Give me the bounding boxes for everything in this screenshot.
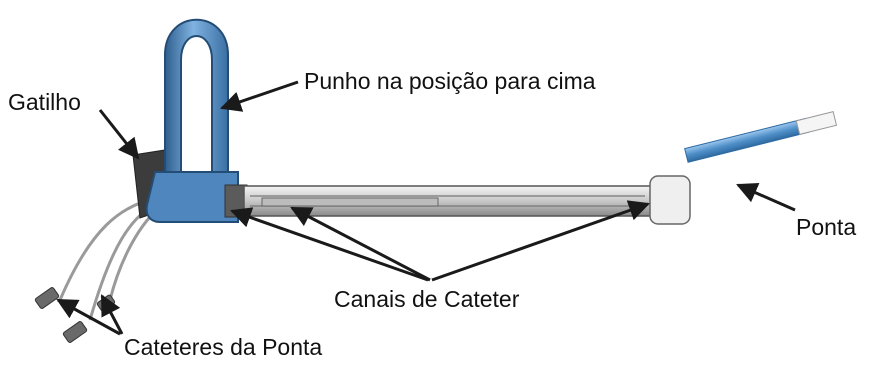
- trigger-label: Gatilho: [8, 89, 81, 115]
- tip-label: Ponta: [796, 214, 857, 240]
- handle-body: [145, 171, 239, 223]
- catheter-channels-label: Canais de Cateter: [334, 286, 520, 312]
- tip-catheters-label: Cateteres da Ponta: [124, 334, 323, 360]
- tip-end-cap: [795, 111, 838, 136]
- arrow-canais-1: [230, 207, 429, 282]
- handle-label: Punho na posição para cima: [304, 68, 596, 94]
- catheter-connectors: [34, 287, 116, 343]
- arrow-cateteres-2: [100, 294, 124, 335]
- arrow-ponta: [736, 182, 796, 212]
- arrow-canais-2: [290, 206, 431, 282]
- arrow-punho: [220, 80, 299, 112]
- arrow-canais-3: [431, 200, 650, 282]
- arrow-gatilho: [98, 109, 140, 160]
- tip-rod: [684, 117, 810, 163]
- channel-insert: [261, 197, 439, 207]
- handle-grip: [164, 18, 229, 186]
- shaft-end-fitting: [649, 175, 691, 225]
- leader-arrows: [56, 80, 796, 336]
- arrow-cateteres-1: [56, 298, 121, 336]
